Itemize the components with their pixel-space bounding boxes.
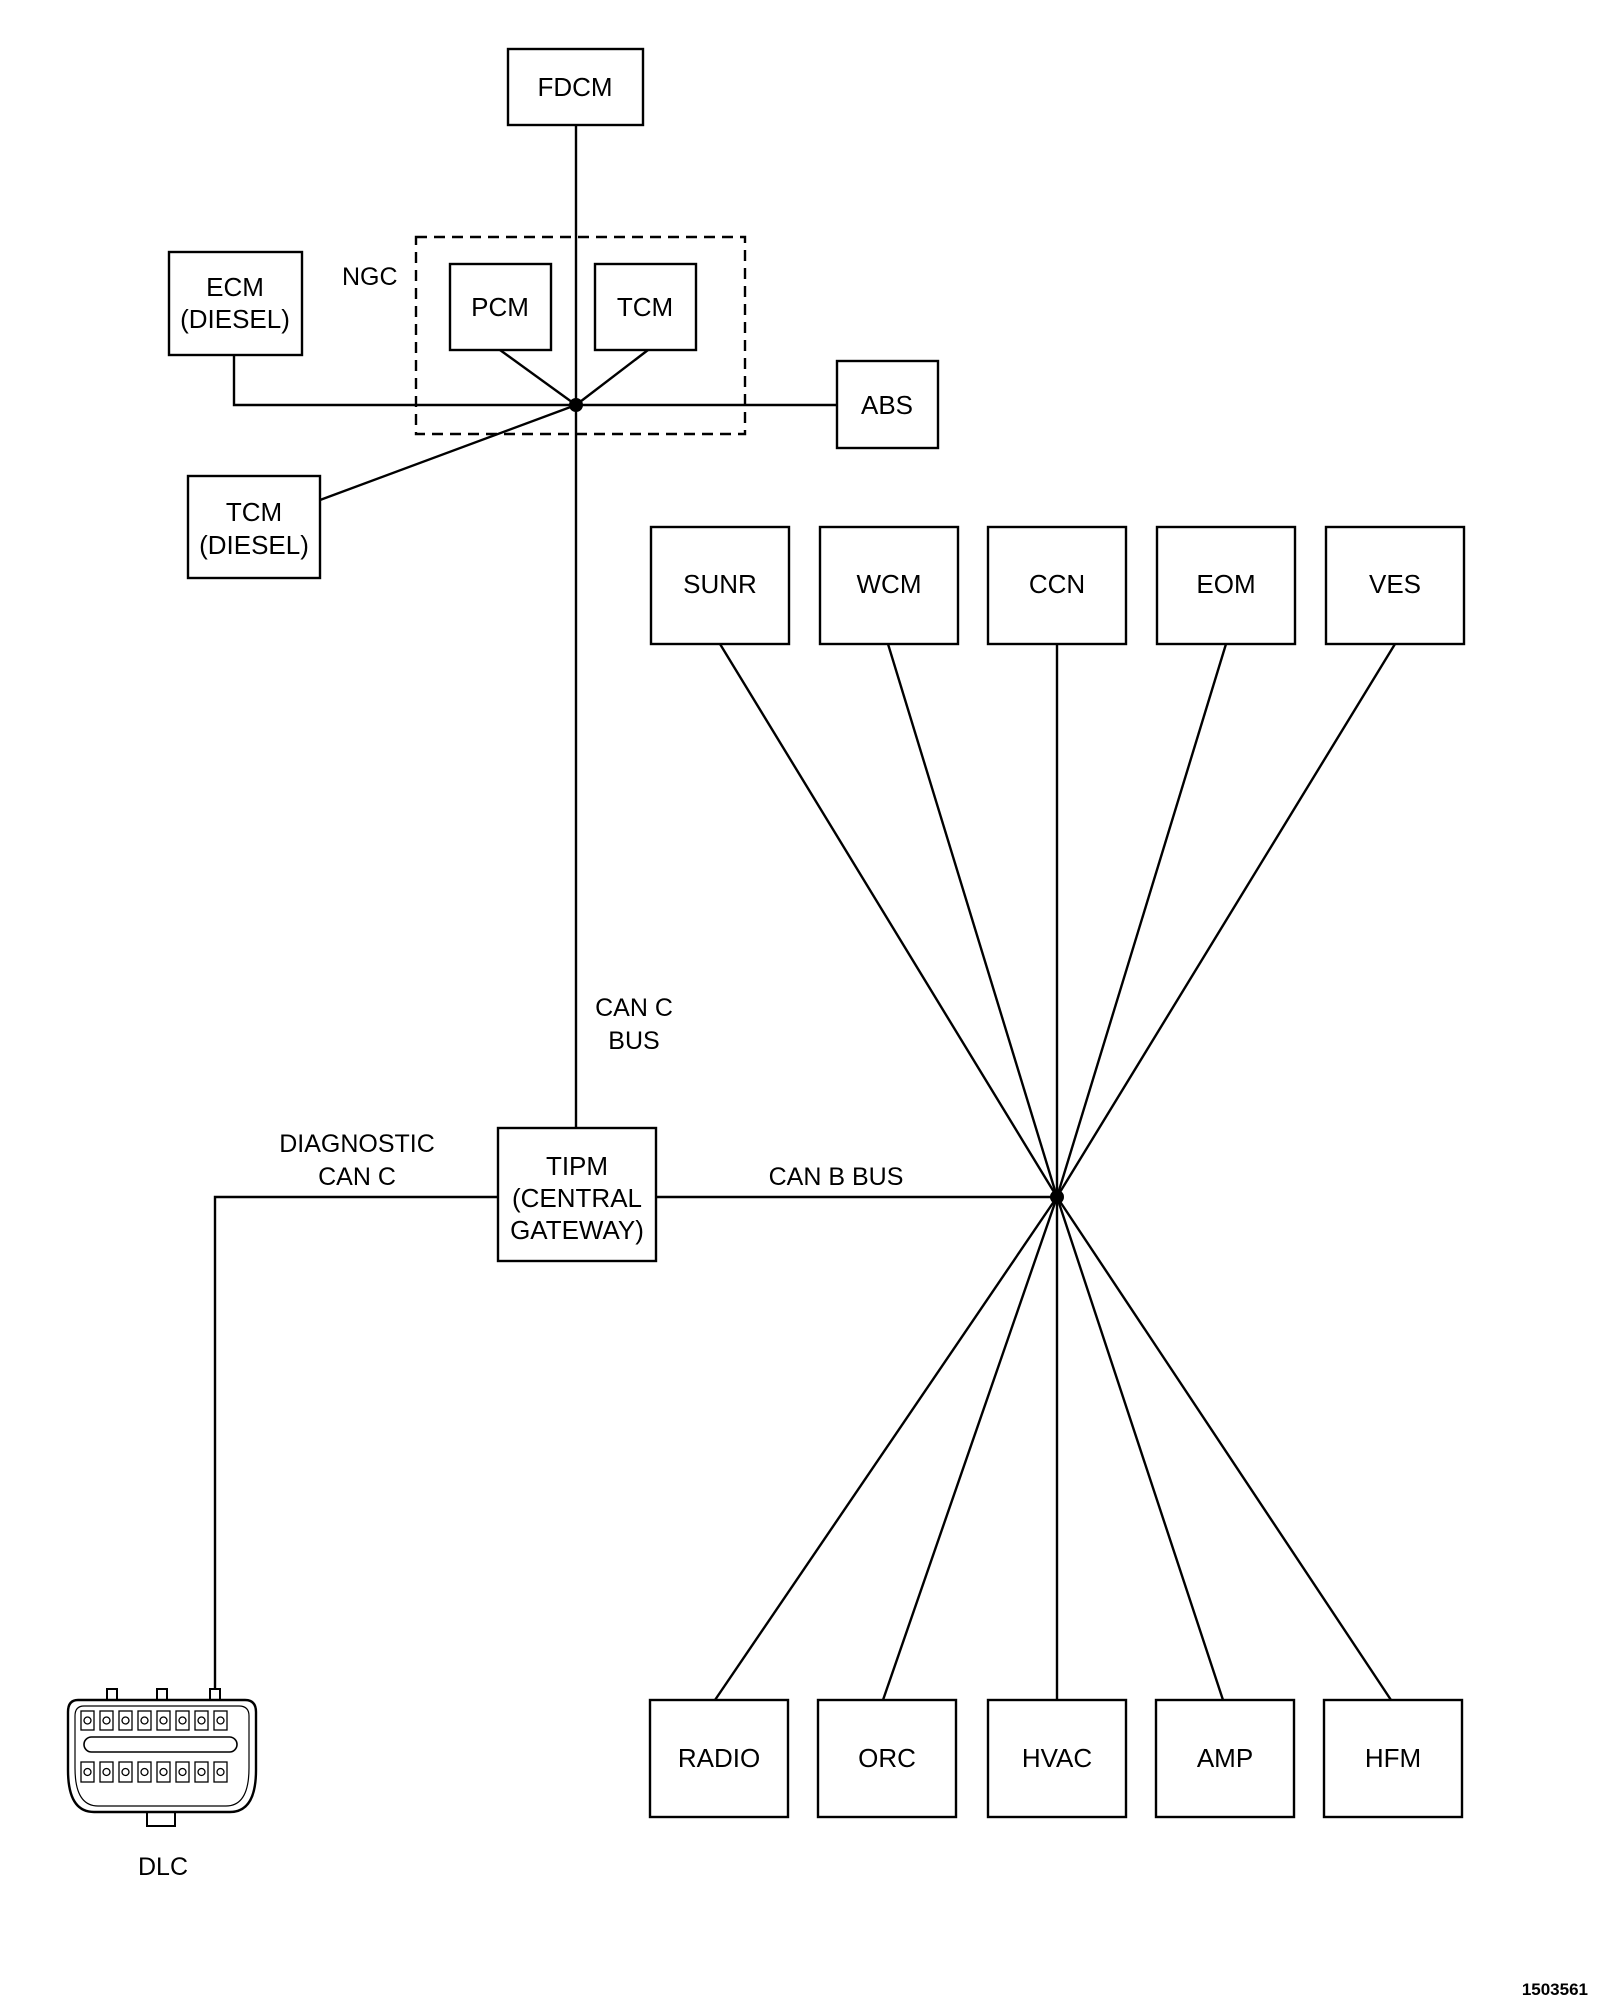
tipm-label: TIPM bbox=[546, 1151, 608, 1181]
tcm-diesel-qualifier: (DIESEL) bbox=[199, 530, 309, 560]
pcm-label: PCM bbox=[471, 292, 529, 322]
can-b-junction-node bbox=[1050, 1190, 1064, 1204]
wire-ecm-diesel bbox=[232, 355, 576, 407]
module-radio[interactable]: RADIO bbox=[648, 1698, 790, 1819]
dlc-label: DLC bbox=[138, 1853, 188, 1881]
ecm-diesel-qualifier: (DIESEL) bbox=[180, 304, 290, 334]
module-abs[interactable]: ABS bbox=[835, 359, 940, 450]
module-sunr[interactable]: SUNR bbox=[649, 525, 791, 646]
wire-wcm bbox=[886, 643, 1059, 1198]
hvac-label: HVAC bbox=[1022, 1743, 1092, 1773]
fdcm-label: FDCM bbox=[537, 72, 612, 102]
ngc-label: NGC bbox=[342, 263, 398, 291]
wire-sunr bbox=[718, 643, 1059, 1198]
wires bbox=[213, 125, 1397, 1701]
diagnostic-label-line1: DIAGNOSTIC bbox=[279, 1130, 435, 1158]
ecm-label: ECM bbox=[206, 272, 264, 302]
ccn-label: CCN bbox=[1029, 569, 1085, 599]
module-ccn[interactable]: CCN bbox=[986, 525, 1128, 646]
wire-amp bbox=[1055, 1196, 1225, 1701]
abs-label: ABS bbox=[861, 390, 913, 420]
module-fdcm[interactable]: FDCM bbox=[506, 47, 645, 127]
tipm-gateway-label: GATEWAY) bbox=[510, 1215, 644, 1245]
amp-label: AMP bbox=[1197, 1743, 1253, 1773]
can-c-bus-label-line2: BUS bbox=[608, 1027, 659, 1055]
wire-pcm bbox=[499, 349, 577, 406]
wire-diagnostic-can-c bbox=[213, 1195, 498, 1697]
tcm-label: TCM bbox=[617, 292, 673, 322]
wire-ves bbox=[1055, 643, 1397, 1198]
radio-label: RADIO bbox=[678, 1743, 760, 1773]
diagnostic-label-line2: CAN C bbox=[318, 1163, 396, 1191]
module-tipm[interactable]: TIPM (CENTRAL GATEWAY) bbox=[496, 1126, 658, 1263]
ves-label: VES bbox=[1369, 569, 1421, 599]
module-wcm[interactable]: WCM bbox=[818, 525, 960, 646]
wire-hfm bbox=[1056, 1196, 1392, 1701]
tipm-central-label: (CENTRAL bbox=[512, 1183, 642, 1213]
wire-orc bbox=[881, 1196, 1059, 1701]
wire-eom bbox=[1055, 643, 1228, 1198]
hfm-label: HFM bbox=[1365, 1743, 1421, 1773]
wcm-label: WCM bbox=[857, 569, 922, 599]
module-orc[interactable]: ORC bbox=[816, 1698, 958, 1819]
figure-id: 1503561 bbox=[1522, 1980, 1588, 1999]
wire-tcm bbox=[575, 349, 649, 406]
module-hvac[interactable]: HVAC bbox=[986, 1698, 1128, 1819]
sunr-label: SUNR bbox=[683, 569, 757, 599]
module-pcm[interactable]: PCM bbox=[448, 262, 553, 352]
eom-label: EOM bbox=[1196, 569, 1255, 599]
can-c-junction-node bbox=[569, 398, 583, 412]
module-ves[interactable]: VES bbox=[1324, 525, 1466, 646]
wire-tcm-diesel bbox=[319, 403, 577, 502]
can-c-bus-label-line1: CAN C bbox=[595, 994, 673, 1022]
module-ecm-diesel[interactable]: ECM (DIESEL) bbox=[167, 250, 304, 357]
module-tcm[interactable]: TCM bbox=[593, 262, 698, 352]
tcm-diesel-label: TCM bbox=[226, 497, 282, 527]
module-eom[interactable]: EOM bbox=[1155, 525, 1297, 646]
orc-label: ORC bbox=[858, 1743, 916, 1773]
module-hfm[interactable]: HFM bbox=[1322, 1698, 1464, 1819]
dlc-connector[interactable] bbox=[66, 1688, 258, 1827]
ngc-group-outline bbox=[414, 235, 747, 436]
wire-radio bbox=[714, 1196, 1058, 1701]
can-b-bus-label: CAN B BUS bbox=[769, 1163, 904, 1191]
module-tcm-diesel[interactable]: TCM (DIESEL) bbox=[186, 474, 322, 580]
module-amp[interactable]: AMP bbox=[1154, 1698, 1296, 1819]
